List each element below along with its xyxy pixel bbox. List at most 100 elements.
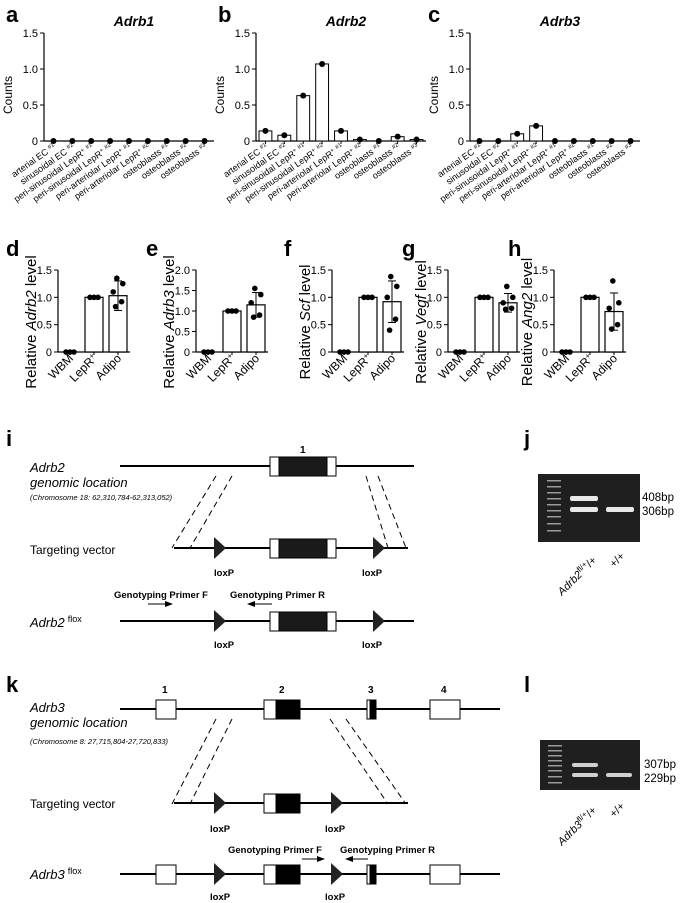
panel-label-e: e (146, 236, 158, 261)
chart-a-ylabel: Counts (1, 76, 15, 114)
panel-label-a: a (6, 2, 19, 27)
chart-f-point (394, 283, 400, 290)
panel-l-band-upper-label: 307bp (644, 759, 676, 771)
chart-f-category-label: LepR+ (341, 351, 375, 385)
panel-i-gene-label: Adrb2 (29, 460, 65, 475)
panel-i-primer-r-label: Genotyping Primer R (230, 590, 325, 601)
chart-h-ytick-label: 1.0 (533, 292, 548, 304)
chart-b-ytick-label: 0 (244, 136, 250, 148)
panel-label-k: k (6, 672, 19, 697)
chart-c-ytick-label: 0 (458, 136, 464, 148)
chart-g-ytick-label: 0.5 (427, 320, 442, 332)
chart-h-ytick-label: 0 (542, 347, 548, 359)
chart-b-point (319, 60, 326, 67)
chart-a-title: Adrb1 (113, 13, 155, 29)
chart-f-ytick-label: 0.5 (311, 320, 326, 332)
chart-g-point (502, 306, 509, 313)
panel-i-flox-loxp-left (214, 610, 226, 632)
panel-k-dash-r2 (345, 718, 407, 805)
panel-j-band-lane1-lower (570, 507, 598, 512)
panel-i-flox-loxp-right (373, 610, 385, 632)
chart-e-point (258, 291, 264, 298)
chart-g-point (504, 283, 510, 290)
chart-e-ytick-label: 0 (184, 347, 190, 359)
chart-f-ytick-label: 1.5 (311, 265, 326, 277)
chart-g-ytick-label: 1.0 (427, 292, 442, 304)
panel-k-primer-r-label: Genotyping Primer R (340, 845, 435, 856)
chart-a-ytick-label: 0.5 (23, 100, 38, 112)
chart-g-bar (474, 296, 494, 353)
chart-d-ylabel: Relative Adrb2 level (23, 255, 40, 388)
chart-c-ytick-label: 1.5 (449, 28, 464, 40)
panel-k-dash-l1 (171, 718, 217, 805)
panel-j-gel: 408bp 306bp Adrb2fl/+/+ +/+ (538, 474, 674, 599)
chart-e-bar (222, 310, 242, 353)
chart-h-category-label: LepR+ (563, 351, 597, 385)
chart-d-point (114, 275, 120, 282)
chart-e-ylabel: Relative Adrb3 level (161, 255, 178, 388)
panel-k-vector-loxp-left (214, 792, 226, 814)
chart-b-point (338, 127, 344, 134)
panel-k-exon-number-2: 2 (279, 685, 285, 696)
chart-f-point (361, 294, 367, 301)
chart-h-ytick-label: 0.5 (533, 320, 548, 332)
panel-i-vector-utr-left (269, 538, 280, 559)
chart-e-point (209, 349, 215, 355)
panel-l-lane2-label: +/+ (608, 800, 628, 820)
panel-l-band-lane1-upper (572, 763, 598, 767)
chart-f-point (345, 349, 351, 355)
chart-e-point (201, 349, 207, 355)
chart-g-point (461, 349, 467, 355)
chart-f-point (392, 316, 399, 323)
chart-b-ytick-label: 0.5 (235, 100, 250, 112)
chart-f-bar (358, 296, 378, 353)
panel-i-vector-exon (269, 538, 337, 559)
chart-b-point (394, 133, 401, 140)
chart-g-point (500, 300, 507, 306)
panel-i-flox-utr-right (326, 611, 337, 632)
chart-d-point (91, 294, 97, 301)
chart-e-ytick-label: 1.5 (175, 286, 190, 298)
panel-i-dash-l1 (171, 475, 217, 549)
panel-i-dash-r1 (365, 475, 389, 549)
panel-i-chromosome: (Chromosome 18: 62,310,784-62,313,052) (30, 493, 173, 502)
panel-i-primer-f-label: Genotyping Primer F (114, 590, 208, 601)
chart-g-point (510, 294, 516, 301)
panel-label-b: b (218, 2, 231, 27)
panel-i-vector-loxp-left (214, 537, 226, 559)
panel-i-exon-1-utr-right (326, 456, 337, 477)
panel-k-flox-exon-3-utr (366, 864, 371, 885)
chart-f-category-label: Adipo (367, 351, 399, 383)
chart-g-ytick-label: 1.5 (427, 265, 442, 277)
panel-k-gene-label: Adrb3 (29, 700, 65, 715)
chart-f-ylabel: Relative Scf level (297, 264, 314, 379)
panel-l-band-lane2-lower (606, 773, 632, 777)
chart-g-point (453, 349, 459, 355)
chart-f-ytick-label: 1.0 (311, 292, 326, 304)
chart-c-title: Adrb3 (539, 13, 581, 29)
panel-j-band-lower-label: 306bp (642, 506, 674, 518)
chart-h-point (559, 349, 565, 355)
chart-c-ytick-label: 0.5 (449, 100, 464, 112)
chart-f-point (388, 273, 394, 280)
chart-e-point (250, 314, 257, 320)
chart-b-bar (315, 63, 330, 142)
panel-k-flox-loxp-label-right: loxP (325, 892, 346, 903)
chart-g-category-label: Adipo (483, 351, 515, 383)
chart-e-point (225, 308, 231, 314)
panel-i-dash-l2 (189, 475, 233, 549)
chart-h-point (567, 349, 573, 355)
chart-c-point (533, 122, 540, 129)
chart-b-ylabel: Counts (213, 76, 227, 114)
chart-c-ylabel: Counts (427, 76, 441, 114)
chart-f-point (386, 327, 393, 333)
panel-label-c: c (428, 2, 440, 27)
chart-f-point (369, 294, 375, 301)
panel-i-exon-number: 1 (300, 445, 306, 456)
chart-d-point (63, 349, 69, 355)
panel-label-l: l (524, 672, 530, 697)
